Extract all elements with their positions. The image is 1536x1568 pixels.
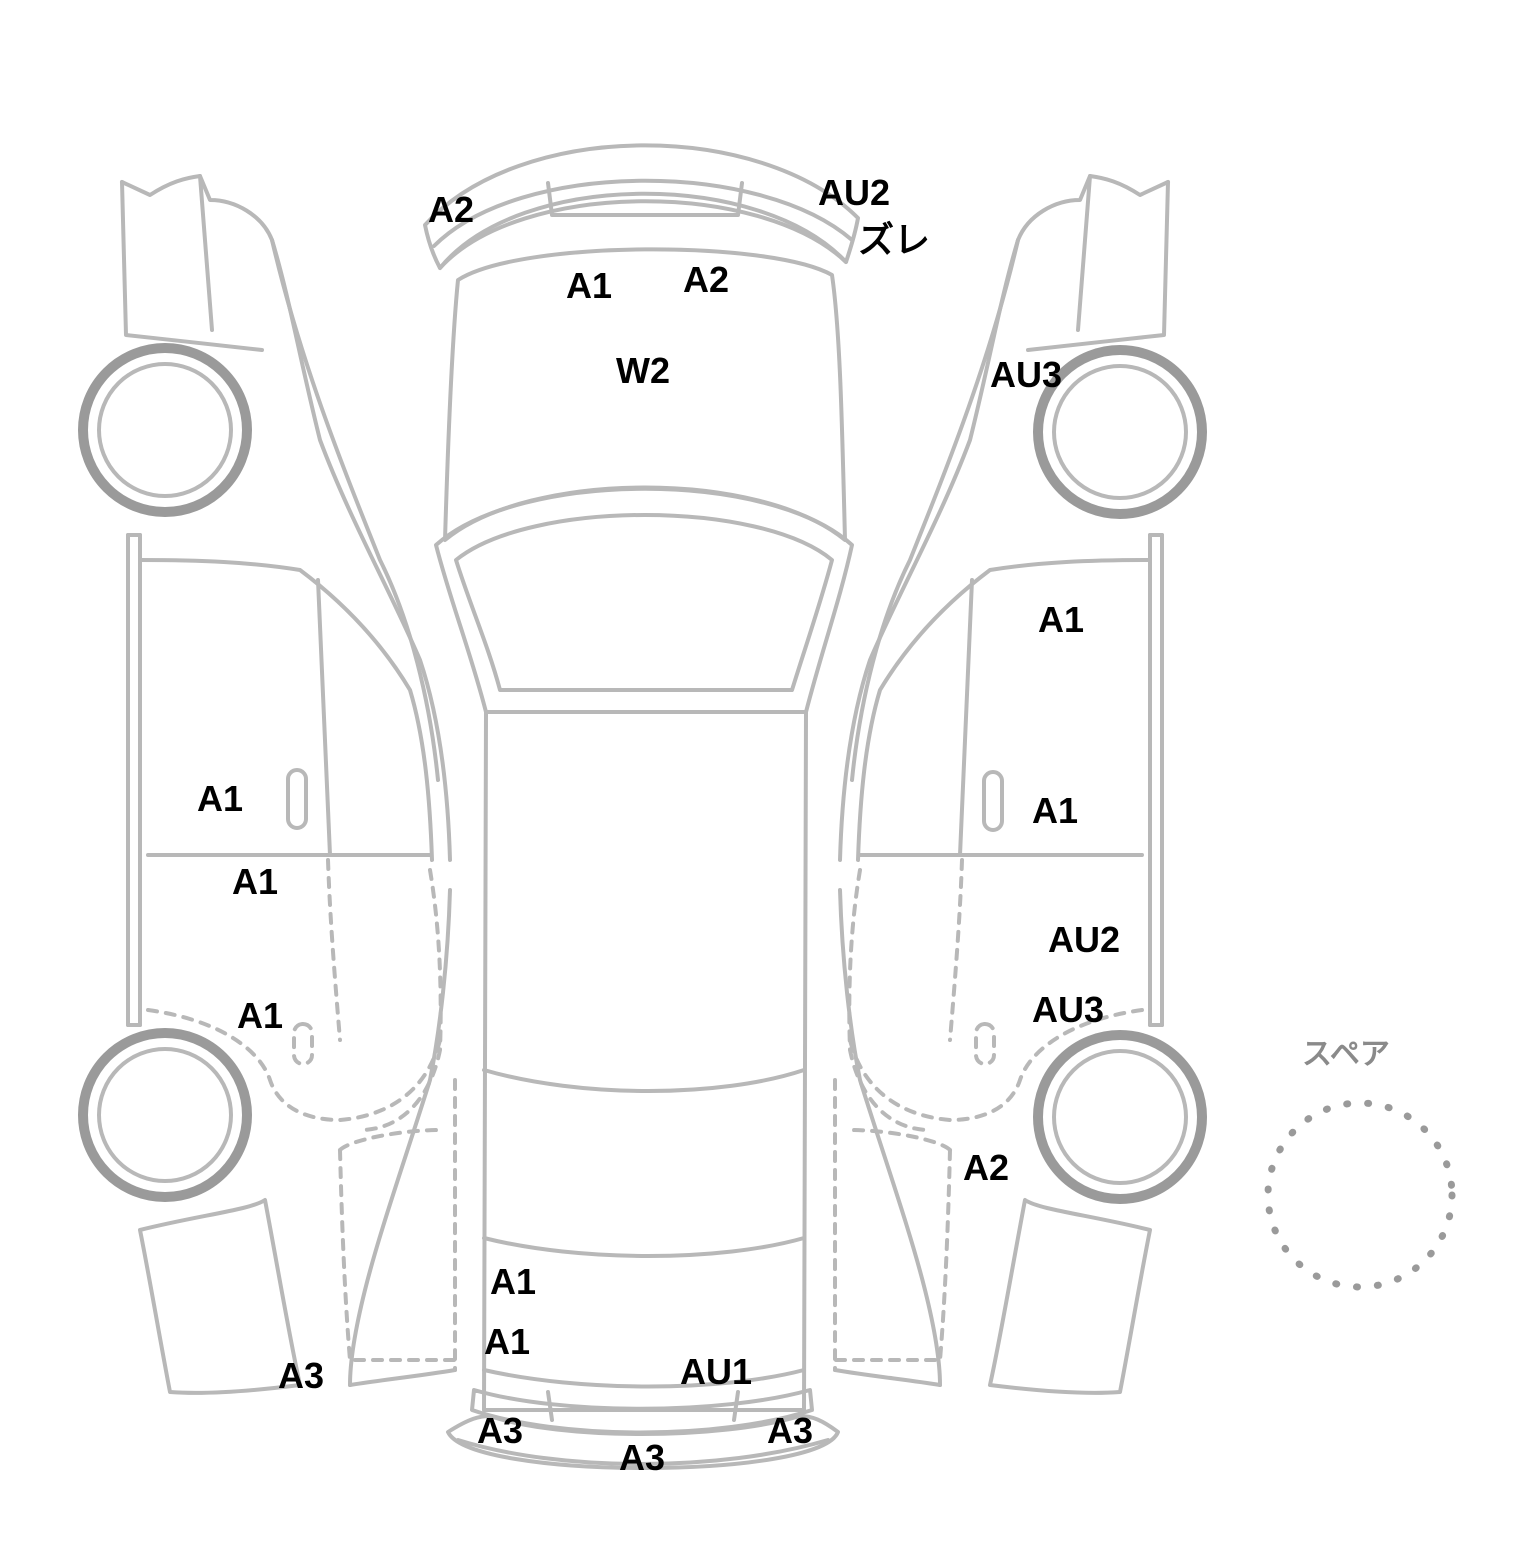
label-trunk-upper: A1 [490,1261,537,1302]
label-left-rear-door-lower: A1 [237,995,284,1036]
label-right-rear-quarter: A2 [963,1147,1010,1188]
label-left-front-door: A1 [197,778,244,819]
label-hood-a1: A1 [566,265,613,306]
label-right-front-fender: AU3 [990,354,1063,395]
label-right-rear-door-lower: AU3 [1032,989,1105,1030]
label-right-front-door-lower: A1 [1032,790,1079,831]
rear-bumper [446,1388,840,1470]
label-left-rear-door-upper: A1 [232,861,279,902]
roof [482,710,808,1412]
label-right-rear-door-upper: AU2 [1048,919,1121,960]
hood [443,247,847,542]
label-rear-bumper-left: A3 [477,1410,524,1451]
label-spare-tire: スペア [1302,1037,1390,1072]
label-front-bumper-misalignment: ズレ [858,219,931,260]
label-rear-panel: AU1 [680,1351,753,1392]
label-right-front-door-upper: A1 [1038,599,1085,640]
right-side-view [832,174,1207,1395]
label-hood-w2: W2 [616,350,670,391]
windshield [434,486,854,714]
spare-tire [1264,1099,1456,1291]
label-hood-a2: A2 [683,259,730,300]
label-left-rear-quarter: A3 [278,1355,325,1396]
left-side-view [78,174,458,1395]
front-bumper [423,143,860,270]
label-trunk-lower: A1 [484,1321,531,1362]
label-rear-bumper-center: A3 [619,1437,666,1478]
label-front-bumper-left: A2 [428,189,475,230]
label-front-bumper-right: AU2 [818,172,891,213]
label-rear-bumper-right: A3 [767,1410,814,1451]
